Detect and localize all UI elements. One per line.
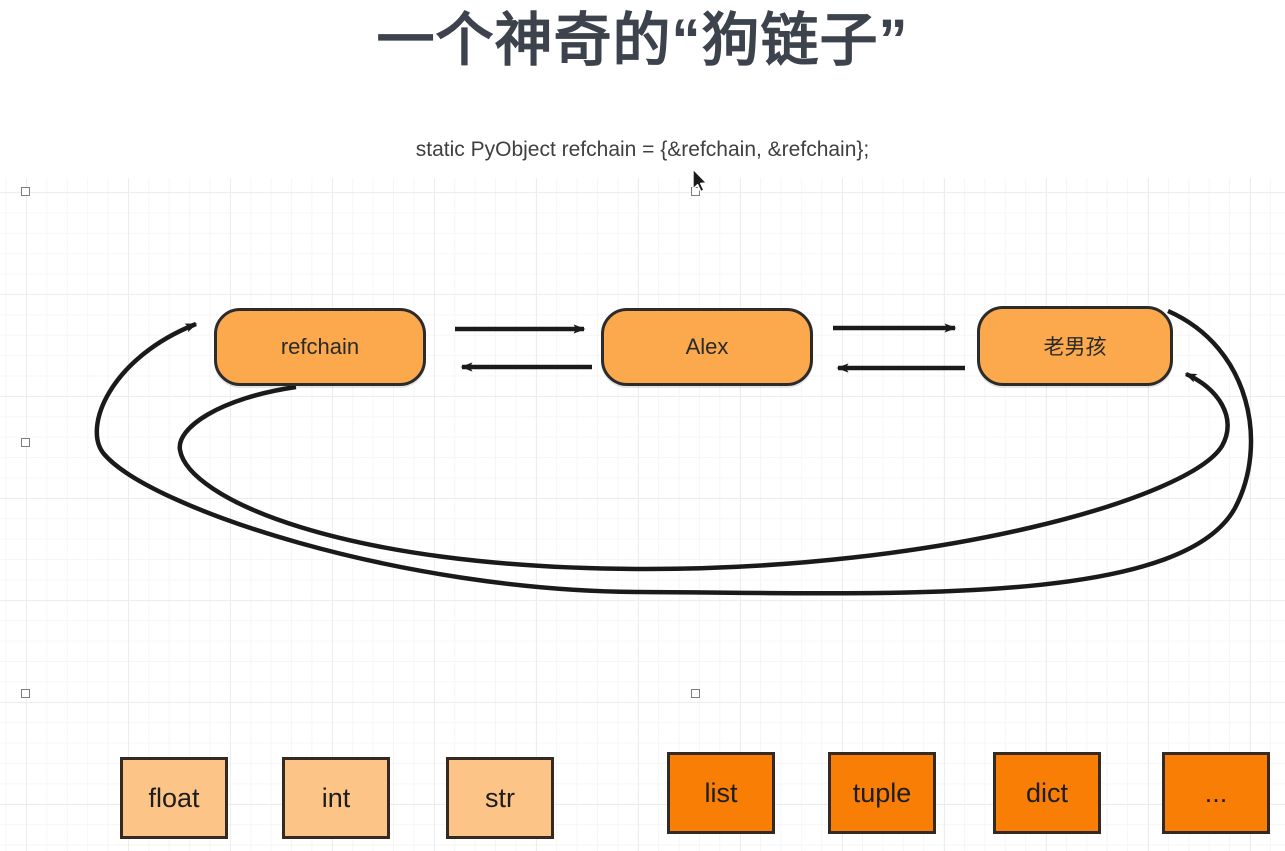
- node-alex-label: Alex: [685, 334, 729, 359]
- type-box-tuple-label: tuple: [852, 777, 912, 808]
- handle-middle-left[interactable]: [21, 438, 30, 447]
- node-alex[interactable]: Alex: [601, 308, 813, 386]
- node-refchain[interactable]: refchain: [214, 308, 426, 386]
- type-box-float[interactable]: float: [120, 757, 228, 839]
- handle-bottom-left[interactable]: [21, 689, 30, 698]
- type-box-ellipsis[interactable]: ...: [1162, 752, 1270, 834]
- node-laonanhai-label: 老男孩: [1043, 336, 1107, 359]
- type-box-ellipsis-label: ...: [1204, 777, 1228, 808]
- handle-top-center[interactable]: [691, 187, 700, 196]
- link-refchain-to-laonanhai-loop: [177, 371, 1230, 572]
- type-box-dict-label: dict: [1025, 777, 1069, 808]
- handle-top-left[interactable]: [21, 187, 30, 196]
- node-refchain-label: refchain: [280, 334, 360, 359]
- type-box-str[interactable]: str: [446, 757, 554, 839]
- handle-bottom-center[interactable]: [691, 689, 700, 698]
- type-box-tuple[interactable]: tuple: [828, 752, 936, 834]
- type-box-list[interactable]: list: [667, 752, 775, 834]
- code-subtitle: static PyObject refchain = {&refchain, &…: [415, 138, 870, 161]
- link-laonanhai-to-refchain-loop: [94, 308, 1254, 596]
- type-box-str-label: str: [485, 782, 515, 813]
- header: 一个神奇的“狗链子” static PyObject refchain = {&…: [0, 0, 1285, 178]
- type-box-dict[interactable]: dict: [993, 752, 1101, 834]
- diagram-canvas[interactable]: refchain Alex 老男孩 float int str list tup…: [0, 178, 1285, 851]
- type-box-int-label: int: [321, 782, 351, 813]
- type-box-list-label: list: [704, 777, 738, 808]
- connector-layer: [94, 308, 1254, 596]
- page-title: 一个神奇的“狗链子”: [376, 8, 909, 73]
- type-box-int[interactable]: int: [282, 757, 390, 839]
- node-laonanhai[interactable]: 老男孩: [977, 306, 1173, 386]
- type-box-float-label: float: [148, 782, 200, 813]
